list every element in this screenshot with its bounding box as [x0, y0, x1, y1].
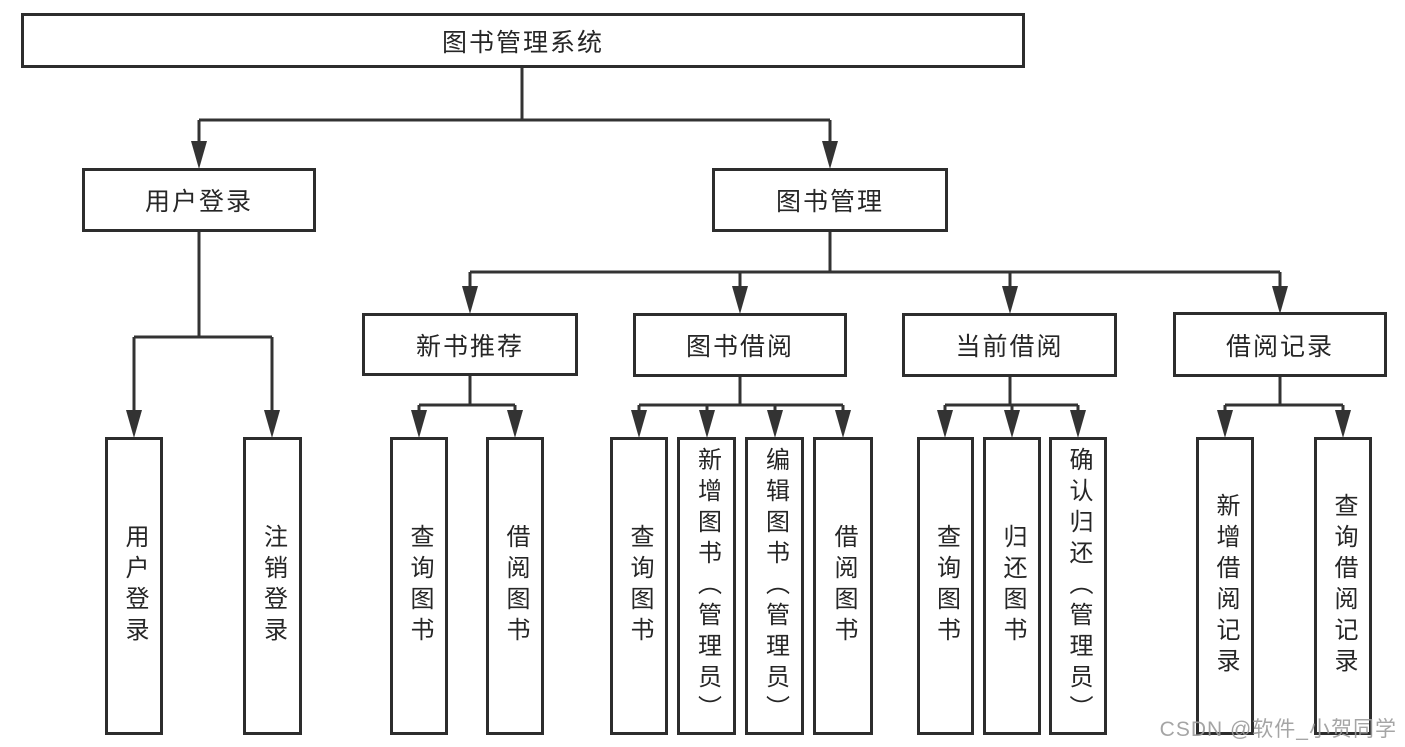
- leaf-label: 借阅图书: [502, 524, 529, 648]
- leaf-label: 查询图书: [626, 524, 653, 648]
- leaf-label: 注销登录: [259, 524, 287, 648]
- leaf-label: 查询图书: [406, 524, 433, 648]
- leaf-confirm-return-admin: 确认归还（管理员）: [1049, 437, 1107, 735]
- leaf-label: 归还图书: [999, 524, 1026, 648]
- watermark-text: CSDN @软件_小贺同学: [1159, 718, 1397, 741]
- connector-arrowheads: [126, 141, 1351, 438]
- leaf-borrow-books-1: 借阅图书: [486, 437, 544, 735]
- leaf-label: 新增图书（管理员）: [693, 446, 721, 726]
- node-user-login: 用户登录: [82, 168, 316, 232]
- node-book-management: 图书管理: [712, 168, 948, 232]
- leaf-query-borrow-record: 查询借阅记录: [1314, 437, 1372, 735]
- leaf-label: 用户登录: [121, 524, 148, 648]
- node-label: 用户登录: [144, 188, 253, 216]
- leaf-label: 新增借阅记录: [1212, 493, 1239, 679]
- node-current-borrowing: 当前借阅: [902, 313, 1117, 377]
- leaf-return-books: 归还图书: [983, 437, 1041, 735]
- leaf-query-books-3: 查询图书: [917, 437, 974, 735]
- leaf-label: 查询图书: [932, 524, 960, 648]
- node-label: 图书管理: [775, 188, 884, 216]
- leaf-add-borrow-record: 新增借阅记录: [1196, 437, 1254, 735]
- leaf-query-books-2: 查询图书: [610, 437, 668, 735]
- leaf-label: 借阅图书: [830, 524, 857, 648]
- node-label: 图书借阅: [685, 333, 794, 361]
- node-label: 图书管理系统: [441, 28, 604, 57]
- node-label: 借阅记录: [1225, 332, 1334, 361]
- node-borrowing-records: 借阅记录: [1173, 312, 1387, 377]
- node-new-book-recommendation: 新书推荐: [362, 313, 578, 376]
- node-library-management-system: 图书管理系统: [21, 13, 1025, 68]
- node-book-borrowing: 图书借阅: [633, 313, 847, 377]
- node-label: 当前借阅: [955, 333, 1064, 361]
- leaf-add-books-admin: 新增图书（管理员）: [677, 437, 736, 735]
- leaf-query-books-1: 查询图书: [390, 437, 448, 735]
- leaf-label: 编辑图书（管理员）: [761, 446, 789, 726]
- leaf-label: 查询借阅记录: [1330, 493, 1357, 679]
- connector-lines: [132, 68, 1345, 433]
- leaf-borrow-books-2: 借阅图书: [813, 437, 873, 735]
- leaf-label: 确认归还（管理员）: [1065, 446, 1092, 726]
- leaf-user-login: 用户登录: [105, 437, 163, 735]
- leaf-edit-books-admin: 编辑图书（管理员）: [745, 437, 804, 735]
- node-label: 新书推荐: [415, 332, 524, 361]
- leaf-logout: 注销登录: [243, 437, 302, 735]
